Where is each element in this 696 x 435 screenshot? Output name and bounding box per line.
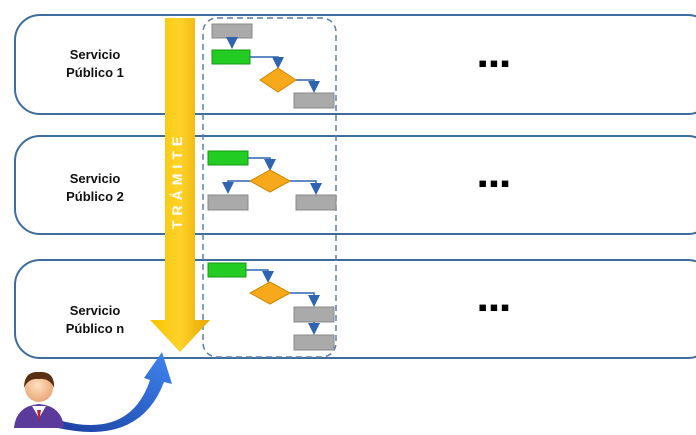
lane-1-ellipsis: ▪▪▪ xyxy=(478,48,512,78)
tramite-label: TRÁMITE xyxy=(169,131,185,229)
step-gray xyxy=(211,23,253,39)
lane-2-ellipsis: ▪▪▪ xyxy=(478,168,512,198)
user-icon xyxy=(14,371,64,428)
lane-3-label: Servicio Público n xyxy=(65,303,125,336)
lane-servicio-publico-n xyxy=(14,259,696,359)
step-gray xyxy=(293,306,335,323)
curved-arrow-icon xyxy=(58,352,172,432)
lane-3-flow xyxy=(207,262,335,351)
tramite-dashed-container xyxy=(202,17,337,358)
step-gray xyxy=(293,334,335,351)
decision-diamond xyxy=(259,67,297,93)
lane-servicio-publico-2 xyxy=(14,135,696,235)
lane-3-ellipsis: ▪▪▪ xyxy=(478,292,512,322)
step-gray xyxy=(207,194,249,211)
decision-diamond xyxy=(248,169,292,193)
step-green xyxy=(207,262,247,278)
lane-2-flow xyxy=(207,150,337,211)
step-green xyxy=(207,150,249,166)
step-green xyxy=(211,49,251,65)
lane-servicio-publico-1 xyxy=(14,14,696,115)
step-gray xyxy=(295,194,337,211)
lane-1-label: Servicio Público 1 xyxy=(66,47,124,80)
tramite-arrow xyxy=(150,18,210,352)
lane-1-flow xyxy=(211,23,335,109)
lane-2-label: Servicio Público 2 xyxy=(66,171,124,204)
step-gray xyxy=(293,92,335,109)
decision-diamond xyxy=(248,281,292,305)
